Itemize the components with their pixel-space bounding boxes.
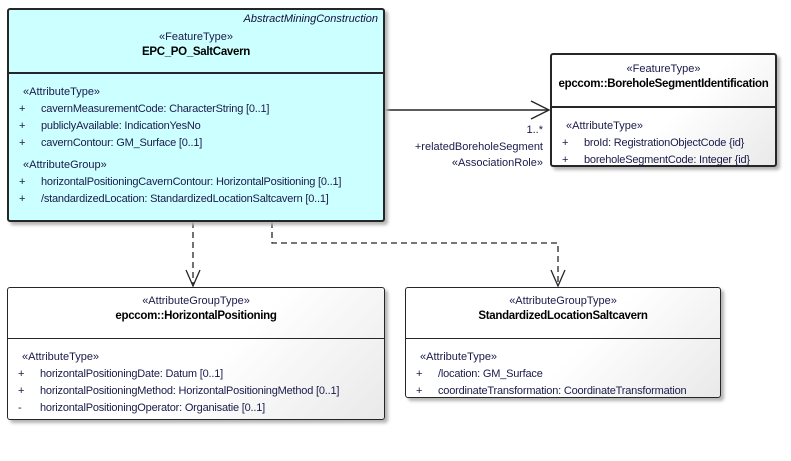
stereotype-label: «AttributeGroupType» xyxy=(509,295,617,307)
dependency-line-standardizedlocation xyxy=(271,222,559,284)
class-horizontal-positioning[interactable]: «AttributeGroupType» epccom::HorizontalP… xyxy=(7,287,385,420)
association-labels: 1..* +relatedBoreholeSegment «Associatio… xyxy=(340,122,543,172)
association-open-arrowhead-icon xyxy=(530,100,551,120)
association-stereotype: «AssociationRole» xyxy=(451,157,543,169)
dependency-arrowhead-icon xyxy=(185,269,201,288)
class-name: EPC_PO_SaltCavern xyxy=(141,46,251,58)
attribute-text: /standardizedLocation: StandardizedLocat… xyxy=(41,193,329,205)
class-standardized-location-saltcavern[interactable]: «AttributeGroupType» StandardizedLocatio… xyxy=(405,287,721,398)
attribute-text: /location: GM_Surface xyxy=(438,368,543,380)
stereotype-label: «AttributeGroupType» xyxy=(142,295,250,307)
stereotype-label: «FeatureType» xyxy=(626,63,701,75)
attribute-row: + /location: GM_Surface xyxy=(406,366,720,383)
class-epc-po-saltcavern[interactable]: AbstractMiningConstruction «FeatureType»… xyxy=(7,8,385,222)
parent-class-annotation: AbstractMiningConstruction xyxy=(243,13,378,25)
visibility: + xyxy=(19,176,26,188)
visibility: + xyxy=(19,103,26,115)
visibility: + xyxy=(562,137,569,149)
visibility: + xyxy=(18,385,25,397)
section-stereotype: «AttributeType» xyxy=(22,351,100,363)
visibility: + xyxy=(416,368,423,380)
attribute-row: + publiclyAvailable: IndicationYesNo xyxy=(9,118,383,135)
association-role-name: +relatedBoreholeSegment xyxy=(414,140,543,153)
class-name: StandardizedLocationSaltcavern xyxy=(478,310,648,322)
attribute-text: horizontalPositioningDate: Datum [0..1] xyxy=(40,368,223,380)
attribute-text: horizontalPositioningOperator: Organisat… xyxy=(40,402,265,414)
dependency-arrowhead-icon xyxy=(550,269,566,288)
visibility: + xyxy=(19,193,26,205)
section-stereotype: «AttributeType» xyxy=(420,351,498,363)
attribute-row: + horizontalPositioningMethod: Horizonta… xyxy=(8,383,384,400)
visibility: - xyxy=(18,402,22,414)
attribute-row: + horizontalPositioningDate: Datum [0..1… xyxy=(8,366,384,383)
attribute-text: cavernContour: GM_Surface [0..1] xyxy=(41,137,203,149)
visibility: + xyxy=(416,385,423,397)
attribute-row: + boreholeSegmentCode: Integer {id} xyxy=(552,152,775,169)
attribute-text: coordinateTransformation: CoordinateTran… xyxy=(438,385,687,397)
visibility: + xyxy=(562,154,569,166)
attribute-row: + horizontalPositioningCavernContour: Ho… xyxy=(9,174,383,191)
class-borehole-segment-identification[interactable]: «FeatureType» epccom::BoreholeSegmentIde… xyxy=(550,53,777,167)
class-name: epccom::HorizontalPositioning xyxy=(115,310,277,322)
visibility: + xyxy=(19,137,26,149)
class-name: epccom::BoreholeSegmentIdentification xyxy=(558,78,769,90)
section-stereotype: «AttributeType» xyxy=(23,86,101,98)
stereotype-label: «FeatureType» xyxy=(159,31,233,43)
attribute-row: - horizontalPositioningOperator: Organis… xyxy=(8,400,384,417)
attribute-row: + cavernContour: GM_Surface [0..1] xyxy=(9,135,383,152)
attribute-text: cavernMeasurementCode: CharacterString [… xyxy=(41,103,270,115)
visibility: + xyxy=(19,120,26,132)
attribute-row: + /standardizedLocation: StandardizedLoc… xyxy=(9,191,383,208)
section-stereotype: «AttributeGroup» xyxy=(23,159,107,171)
attribute-text: horizontalPositioningMethod: HorizontalP… xyxy=(40,385,340,397)
attribute-text: boreholeSegmentCode: Integer {id} xyxy=(584,154,750,166)
attribute-row: + coordinateTransformation: CoordinateTr… xyxy=(406,383,720,400)
attribute-text: publiclyAvailable: IndicationYesNo xyxy=(41,120,201,132)
attribute-text: broId: RegistrationObjectCode {id} xyxy=(584,137,745,149)
attribute-row: + cavernMeasurementCode: CharacterString… xyxy=(9,101,383,118)
attribute-row: + broId: RegistrationObjectCode {id} xyxy=(552,135,775,152)
attribute-text: horizontalPositioningCavernContour: Hori… xyxy=(41,176,342,188)
section-stereotype: «AttributeType» xyxy=(566,120,644,132)
visibility: + xyxy=(18,368,25,380)
association-multiplicity: 1..* xyxy=(526,124,543,136)
